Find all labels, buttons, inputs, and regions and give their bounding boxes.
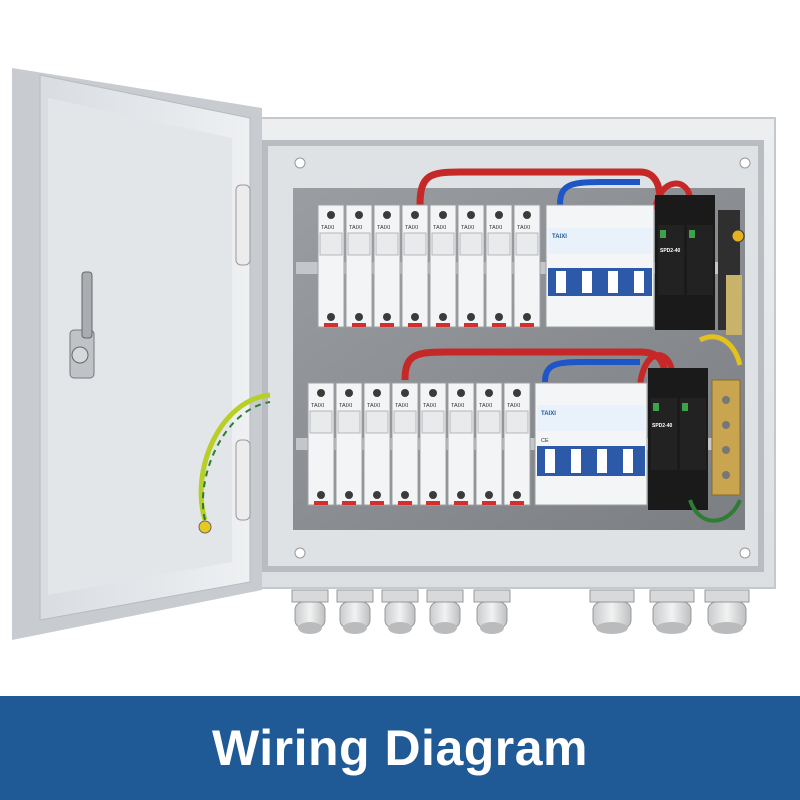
top-fuse-holder: TAIXI — [401, 204, 429, 328]
cable-gland — [381, 589, 419, 634]
top-fuse-brand: TAIXI — [321, 225, 335, 231]
top-spd-model: SPD2-40 — [660, 248, 681, 254]
bottom-fuse-holder: TAIXI — [475, 382, 503, 506]
top-fuse-holder: TAIXI — [513, 204, 541, 328]
bottom-fuse-holder: TAIXI — [503, 382, 531, 506]
top-fuse-row: TAIXI TAIXI TAIXI TAIXI TAIXI TAIXI TAIXI TAIXI — [317, 204, 541, 328]
bottom-fuse-brand: TAIXI — [507, 403, 521, 409]
bottom-fuse-holder: TAIXI — [363, 382, 391, 506]
bottom-spd-model: SPD2-40 — [652, 423, 673, 429]
top-breaker: TAIXI — [545, 204, 655, 328]
door-latch — [69, 271, 95, 379]
bottom-breaker-brand: TAIXI — [541, 411, 556, 417]
top-fuse-holder: TAIXI — [429, 204, 457, 328]
top-fuse-holder: TAIXI — [345, 204, 373, 328]
banner-title: Wiring Diagram — [211, 720, 589, 776]
top-fuse-brand: TAIXI — [405, 225, 419, 231]
cable-gland — [649, 589, 695, 634]
cable-gland — [426, 589, 464, 634]
top-fuse-holder: TAIXI — [317, 204, 345, 328]
caption-banner: Wiring Diagram — [0, 696, 800, 800]
bottom-fuse-brand: TAIXI — [339, 403, 353, 409]
bottom-spd: SPD2-40 — [648, 368, 708, 510]
top-fuse-holder: TAIXI — [485, 204, 513, 328]
cable-gland — [704, 589, 750, 634]
bottom-breaker-ce: CE — [541, 438, 549, 444]
bottom-fuse-brand: TAIXI — [451, 403, 465, 409]
enclosure-door — [12, 68, 271, 640]
bottom-fuse-holder: TAIXI — [447, 382, 475, 506]
cable-gland — [589, 589, 635, 634]
top-fuse-brand: TAIXI — [461, 225, 475, 231]
bottom-fuse-holder: TAIXI — [419, 382, 447, 506]
cable-gland — [291, 589, 329, 634]
top-fuse-brand: TAIXI — [433, 225, 447, 231]
top-fuse-holder: TAIXI — [457, 204, 485, 328]
bottom-fuse-brand: TAIXI — [367, 403, 381, 409]
bottom-fuse-holder: TAIXI — [335, 382, 363, 506]
bottom-fuse-brand: TAIXI — [423, 403, 437, 409]
bottom-breaker: TAIXI CE — [534, 382, 648, 506]
bottom-fuse-row: TAIXI TAIXI TAIXI TAIXI TAIXI TAIXI TAIXI TAIXI — [307, 382, 531, 506]
bottom-fuse-holder: TAIXI — [391, 382, 419, 506]
top-fuse-holder: TAIXI — [373, 204, 401, 328]
bottom-fuse-brand: TAIXI — [479, 403, 493, 409]
top-breaker-brand: TAIXI — [552, 234, 567, 240]
top-fuse-brand: TAIXI — [377, 225, 391, 231]
top-spd: SPD2-40 — [655, 195, 715, 330]
cable-glands — [291, 589, 750, 634]
cable-gland — [473, 589, 511, 634]
bottom-fuse-brand: TAIXI — [395, 403, 409, 409]
bottom-fuse-holder: TAIXI — [307, 382, 335, 506]
top-fuse-brand: TAIXI — [517, 225, 531, 231]
top-fuse-brand: TAIXI — [489, 225, 503, 231]
bottom-fuse-brand: TAIXI — [311, 403, 325, 409]
cable-gland — [336, 589, 374, 634]
top-fuse-brand: TAIXI — [349, 225, 363, 231]
